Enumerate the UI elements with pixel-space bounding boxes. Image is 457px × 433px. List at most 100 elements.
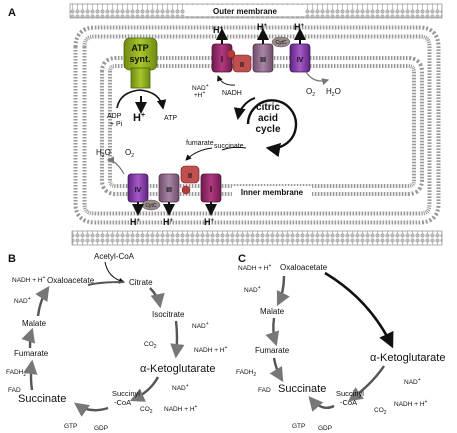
h-plus-c3: H+ — [257, 22, 268, 32]
h-plus-c4-bottom: H+ — [130, 217, 141, 227]
acetyl-coa-label: Acetyl-CoA — [94, 252, 135, 261]
nad-h-label-2: +H+ — [194, 90, 206, 99]
o2-bottom-label: O2 — [125, 148, 134, 159]
nadh-c1-label: NADH + H+ — [238, 263, 272, 272]
fumarate-malate-b-arrow — [21, 327, 36, 349]
oxygen-arrow-top — [305, 71, 330, 86]
complex-4-bottom-label: IV — [135, 187, 142, 194]
atp-synthesis-arrow — [116, 89, 167, 110]
q-carrier-top — [226, 49, 236, 59]
cycle-to-succinate-line — [221, 146, 247, 151]
atp-product-label: ATP — [164, 115, 177, 122]
co2-b1-label: CO2 — [144, 341, 157, 350]
outer-membrane-label: Outer membrane — [213, 7, 278, 16]
h-plus-atp: H+ — [133, 112, 145, 124]
inner-membrane-fold-core — [104, 60, 420, 192]
h-plus-c1: H+ — [213, 25, 224, 35]
isocitrate-label: Isocitrate — [152, 310, 185, 319]
h-plus-c1-bottom: H+ — [204, 217, 215, 227]
adp-pi-label-2: + Pi — [110, 121, 123, 128]
complex-1-top-label: I — [221, 55, 223, 64]
succinyl-b-label-2: -CoA — [114, 398, 131, 407]
nad-b3-label: NAD+ — [14, 296, 31, 305]
gdp-c-label: GDP — [318, 425, 332, 432]
cytc-top-label: CytC — [275, 40, 287, 46]
succinyl-c-label-1: Succinyl — [336, 389, 364, 398]
complex-3-bottom-label: III — [166, 187, 172, 194]
akg-succinyl-c-arrow — [348, 365, 385, 402]
gdp-b-label: GDP — [94, 425, 108, 432]
acetyl-coa-arrow — [104, 261, 125, 284]
complex-4-top-label: IV — [297, 57, 304, 64]
co2-c-label: CO2 — [374, 407, 387, 416]
gtp-b-label: GTP — [64, 423, 77, 430]
h2o-bottom-label: H2O — [96, 148, 111, 159]
fumarate-b-label: Fumarate — [14, 349, 49, 358]
fumarate-c-label: Fumarate — [255, 346, 290, 355]
nad-h-label-1: NAD+ — [192, 83, 209, 92]
cycle-arrow-outer — [246, 99, 298, 158]
nadh-c2-label: NADH + H+ — [394, 399, 428, 408]
citrate-isocitrate-arrow — [149, 287, 165, 309]
malate-b-label: Malate — [22, 319, 47, 328]
malate-c-label: Malate — [260, 307, 285, 316]
succinate-c-label: Succinate — [278, 383, 326, 395]
akg-b-label: α-Ketoglutarate — [140, 363, 215, 375]
nadh-b2-label: NADH + H+ — [164, 404, 198, 413]
fumarate-succinate-c-arrow — [269, 357, 284, 383]
complex-3-top-label: III — [260, 57, 266, 64]
nad-c1-label: NAD+ — [244, 285, 261, 294]
oxaloacetate-c-label: Oxaloacetate — [280, 263, 328, 272]
oxaloacetate-akg-c-arrow — [324, 271, 394, 349]
malate-oxaloacetate-b-arrow — [35, 286, 50, 317]
isocitrate-akg-arrow — [170, 320, 185, 359]
oxaloacetate-malate-c-arrow — [276, 275, 290, 307]
outer-membrane-bottom — [71, 230, 443, 246]
nadh-b1-label: NADH + H+ — [194, 345, 228, 354]
inner-membrane-label-bg — [232, 186, 312, 197]
succinyl-b-label-1: Succinyl — [112, 389, 140, 398]
oxaloacetate-b-label: Oxaloacetate — [47, 276, 95, 285]
atp-synthase-label-1: ATP — [131, 43, 148, 53]
complex-2-top-label: II — [240, 62, 244, 69]
complex-2-bottom — [180, 165, 200, 184]
panel-c-label: C — [238, 253, 246, 265]
citrate-label: Citrate — [129, 278, 153, 287]
succinate-fumarate-b-arrow — [23, 359, 38, 391]
fad-b-label: FAD — [8, 387, 21, 394]
complex-2-top — [232, 54, 252, 73]
nad-b1-label: NAD+ — [192, 321, 209, 330]
cycle-label-2: acid — [258, 113, 278, 124]
o2-top-label: O2 — [306, 87, 315, 98]
gtp-c-label: GTP — [292, 423, 305, 430]
succinyl-c-label-2: -CoA — [340, 398, 357, 407]
fumarate-a-label: fumarate — [186, 140, 214, 147]
nad-c2-label: NAD+ — [404, 377, 421, 386]
fad-c-label: FAD — [258, 387, 271, 394]
nad-b2-label: NAD+ — [172, 383, 189, 392]
succinate-b-label: Succinate — [18, 393, 66, 405]
panel-a-label: A — [8, 7, 16, 19]
succinate-a-label: succinate — [214, 143, 244, 150]
fadh2-b-label: FADH2 — [6, 369, 26, 378]
inner-membrane-core — [77, 29, 437, 221]
q-carrier-bottom — [181, 185, 191, 195]
adp-pi-label-1: ADP — [107, 113, 122, 120]
succinyl-succinate-c-arrow — [308, 396, 335, 412]
oxygen-arrow-bottom — [106, 156, 125, 175]
h-plus-c3-bottom: H+ — [163, 217, 174, 227]
nadh-label: NADH — [222, 90, 242, 97]
cycle-arrow-inner — [233, 97, 256, 120]
cytc-bottom-label: CytC — [145, 203, 157, 209]
fadh2-c-label: FADH2 — [236, 369, 256, 378]
succinate-fumarate-arrow — [185, 147, 213, 161]
complex-2-bottom-label: II — [188, 173, 192, 180]
oxaloacetate-citrate-b-line — [87, 281, 125, 286]
malate-fumarate-c-arrow — [265, 317, 280, 347]
cytc-top — [271, 36, 291, 48]
h2o-top-label: H2O — [326, 87, 341, 98]
nadh-b3-label: NADH + H+ — [12, 275, 46, 284]
atp-synthase-stalk — [130, 67, 151, 89]
atp-synthase-label-2: synt. — [129, 54, 150, 64]
